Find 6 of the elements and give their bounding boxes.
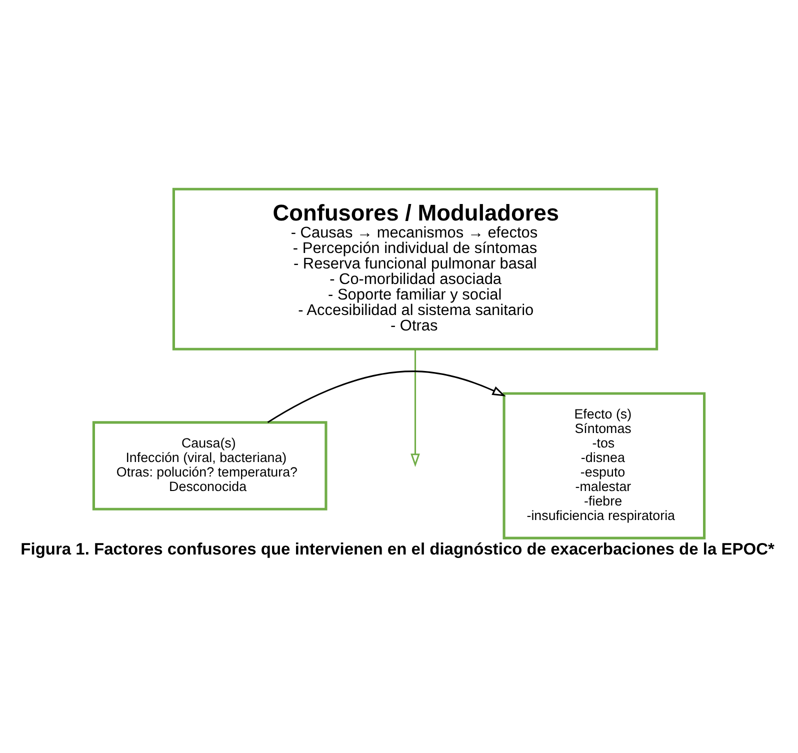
caption: Figura 1. Factores confusores que intervienen en el diagnóstico de exacerbaciones de la EPOC* bbox=[20, 540, 774, 558]
arrow bbox=[410, 348, 420, 467]
node-box: Causa(s) Infección (viral, bacteriana) Otras: polución? temperatura? Desconocida bbox=[92, 420, 328, 510]
arrow bbox=[267, 370, 506, 423]
node-box: Confusores / Moduladores - Causas → mecanismos → efectos - Percepción individual de síntomas - Reserva funcional pulmonar basal - Co-morbilidad asociada - Soporte familiar y social - Accesibilidad al sistema sanitario - Otras bbox=[172, 187, 658, 350]
node-box: Efecto (s) Síntomas -tos -disnea -esputo -malestar -fiebre -insuficiencia respiratoria bbox=[502, 392, 706, 539]
